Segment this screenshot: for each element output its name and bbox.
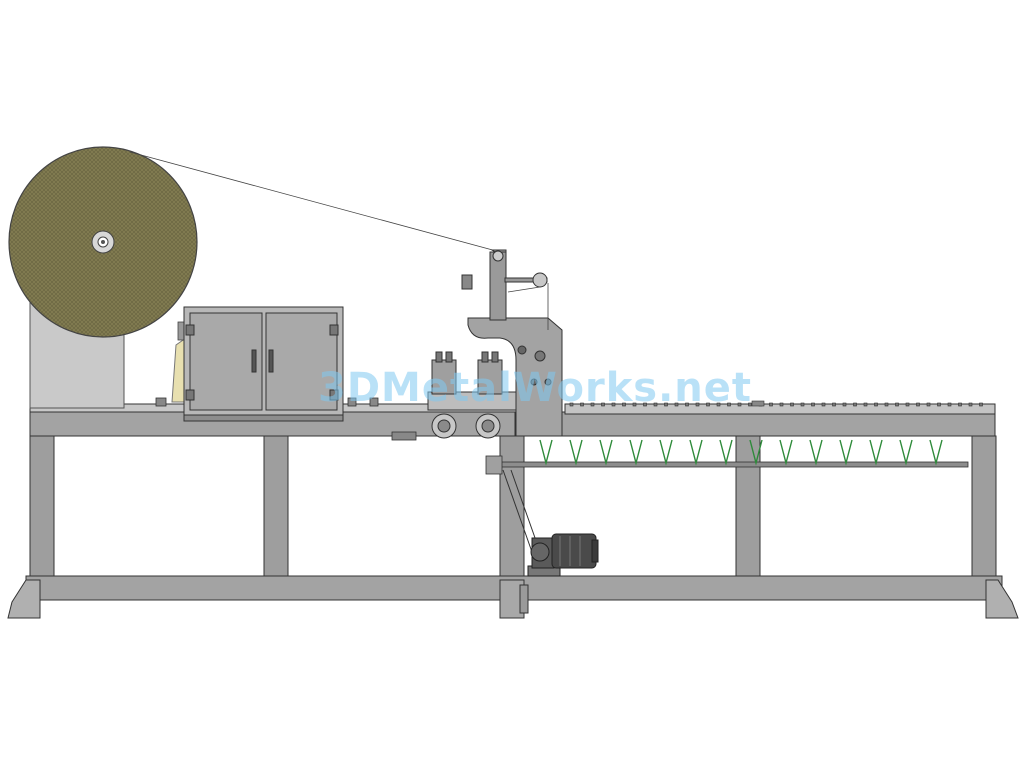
rail-pin: [643, 402, 647, 407]
feed-rollers: [427, 351, 517, 439]
rail-pin: [748, 402, 752, 407]
guide-tower: [461, 249, 563, 437]
rail-pin: [674, 402, 679, 407]
rail-pin: [769, 402, 773, 407]
rail-pin: [737, 402, 742, 407]
rail-pin: [926, 402, 931, 407]
rail-pin: [664, 402, 668, 407]
rail-pin: [895, 402, 899, 407]
spring-coil: [569, 439, 583, 466]
clamp-lever: [751, 400, 765, 407]
spring-coil: [539, 439, 553, 466]
spring-coil: [899, 439, 913, 466]
rail-pin: [958, 402, 962, 407]
spring-coil: [659, 439, 673, 466]
spring-coil: [599, 439, 613, 466]
spring-coil: [809, 439, 823, 466]
rail-pin: [611, 402, 616, 407]
table-clamps: [155, 397, 417, 441]
watermark-text: 3DMetalWorks.net: [318, 365, 752, 411]
rail-pin: [790, 402, 794, 407]
rail-pin: [716, 402, 721, 407]
mesh-roll-icon: [8, 146, 198, 338]
rail-pin: [569, 402, 574, 407]
spring-coil: [779, 439, 793, 466]
rail-pin: [968, 402, 973, 407]
conveyor-rail: [569, 402, 983, 407]
electric-motor-icon: [527, 533, 599, 577]
rail-pin: [653, 402, 658, 407]
spring-coil: [749, 439, 763, 466]
rail-pin: [695, 402, 700, 407]
spring-coil: [629, 439, 643, 466]
spring-coil: [719, 439, 733, 466]
rail-pin: [947, 402, 952, 407]
spring-coil: [839, 439, 853, 466]
rail-pin: [905, 402, 910, 407]
rail-pin: [821, 402, 826, 407]
rail-pin: [853, 402, 857, 407]
rail-pin: [874, 402, 878, 407]
rail-pin: [685, 402, 689, 407]
rail-pin: [863, 402, 868, 407]
spring-coil: [869, 439, 883, 466]
rail-pin: [727, 402, 731, 407]
rail-pin: [937, 402, 941, 407]
rail-pin: [832, 402, 836, 407]
rail-pin: [622, 402, 626, 407]
wire-spiral-icon: [485, 439, 969, 475]
rail-pin: [979, 402, 983, 407]
spring-coil: [929, 439, 943, 466]
rail-pin: [800, 402, 805, 407]
rail-pin: [811, 402, 815, 407]
rail-pin: [601, 402, 605, 407]
rail-pin: [706, 402, 710, 407]
rail-pin: [842, 402, 847, 407]
control-cabinet-icon: [183, 306, 344, 422]
rail-pin: [779, 402, 784, 407]
rail-pin: [590, 402, 595, 407]
rail-pin: [884, 402, 889, 407]
spring-coil: [689, 439, 703, 466]
rail-pin: [580, 402, 584, 407]
rail-pin: [916, 402, 920, 407]
feed-wire: [129, 151, 501, 253]
rail-pin: [632, 402, 637, 407]
base-frame: [7, 403, 1019, 619]
